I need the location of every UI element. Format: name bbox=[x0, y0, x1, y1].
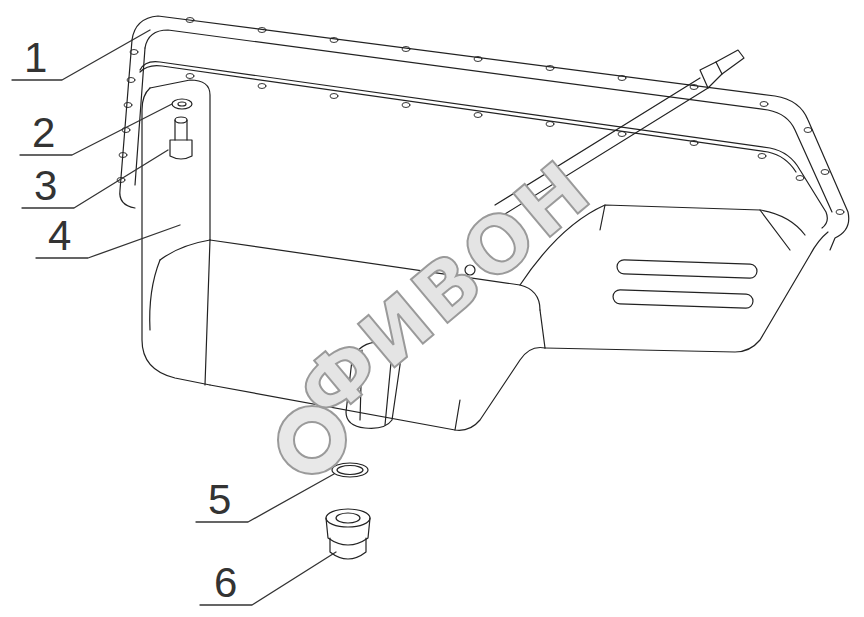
callout-number: 5 bbox=[208, 479, 231, 521]
callout-number: 4 bbox=[48, 215, 71, 257]
callout-number: 3 bbox=[34, 165, 57, 207]
callout-number: 2 bbox=[32, 112, 55, 154]
callout-number: 1 bbox=[24, 37, 47, 79]
watermark: ФИВОН bbox=[284, 146, 605, 433]
callout-number: 6 bbox=[214, 562, 237, 604]
